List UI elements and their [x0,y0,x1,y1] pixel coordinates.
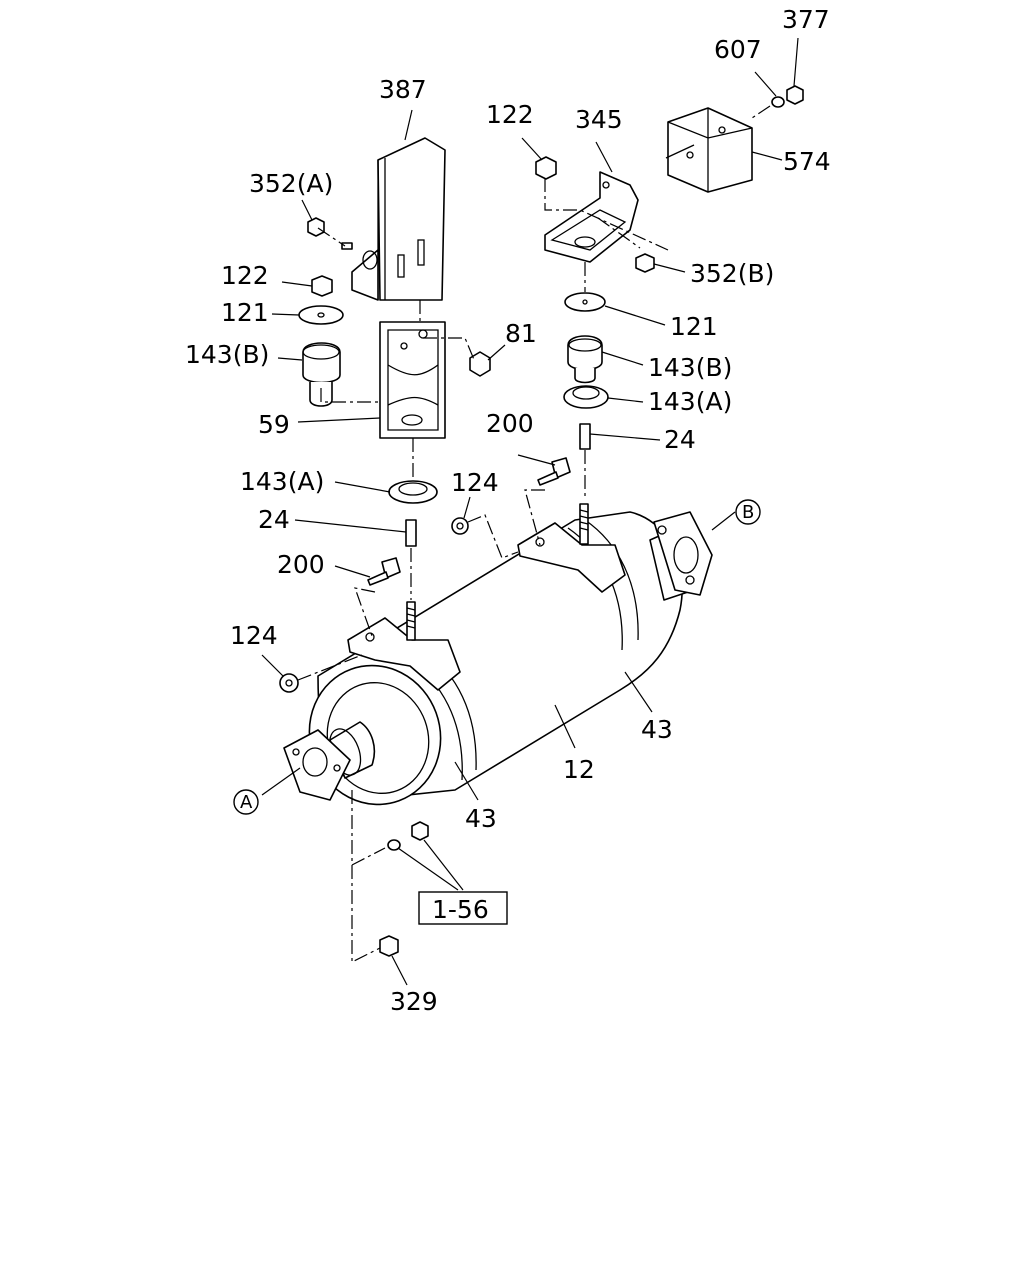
callout-124-left: 124 [230,621,278,650]
bracket-59 [379,321,446,439]
callout-574: 574 [783,147,831,176]
bolt-200-left [367,557,401,586]
callout-387: 387 [379,75,427,104]
callout-377: 377 [782,5,830,34]
callout-81: 81 [505,319,537,348]
nut-81 [469,351,491,377]
washer-607 [771,96,785,108]
leader-lines [261,37,799,986]
nut-352a [307,217,353,250]
bracket-574 [665,107,753,193]
front-flange [283,721,376,801]
rear-flange [649,511,713,601]
callout-124-right: 124 [451,468,499,497]
washer-1-56 [387,839,401,851]
callout-122-top: 122 [486,100,534,129]
stud-rear [579,503,589,545]
washer-121-left [298,305,344,325]
nut-377 [786,85,804,105]
callout-labels: 377 607 387 122 345 574 352(A) 352(B) 12… [185,5,831,1016]
nut-122-right [535,156,557,180]
marker-a-label: A [240,792,253,813]
callout-122-left: 122 [221,261,269,290]
bracket-345 [544,171,639,263]
callout-121-right: 121 [670,312,718,341]
washer-121-right [564,292,606,312]
callout-143b-right: 143(B) [648,353,732,382]
bolt-200-right [537,457,571,486]
nut-1-56 [411,821,429,841]
collar-24-right [579,423,591,450]
band-clamp-front [347,617,461,691]
nut-329 [379,935,399,957]
callout-345: 345 [575,105,623,134]
callout-1-56: 1-56 [432,895,489,924]
nut-352b [635,253,655,273]
rubber-143a-right [563,385,609,409]
callout-352b: 352(B) [690,259,774,288]
connection-marker-a: A [233,789,259,815]
callout-143b-left: 143(B) [185,340,269,369]
callout-200-right: 200 [486,409,534,438]
callout-200-left: 200 [277,550,325,579]
bracket-387 [351,137,446,301]
callout-24-left: 24 [258,505,290,534]
callout-43-front: 43 [465,804,497,833]
stud-front [406,601,416,641]
nut-124-left [279,673,299,693]
connection-marker-b: B [735,499,761,525]
callout-607: 607 [714,35,762,64]
collar-24-left [405,519,417,547]
callout-121-left: 121 [221,298,269,327]
assembly-lines [297,105,771,963]
nut-122-left [311,275,333,297]
callout-143a-left: 143(A) [240,467,324,496]
nut-124-right [451,517,469,535]
marker-b-label: B [742,502,754,523]
callout-43-rear: 43 [641,715,673,744]
rubber-143b-right [567,335,603,384]
callout-329: 329 [390,987,438,1016]
rubber-143a-left [388,480,438,504]
callout-12: 12 [563,755,595,784]
callout-59: 59 [258,410,290,439]
reference-box-1-56 [418,891,508,925]
callout-24-right: 24 [664,425,696,454]
band-clamp-rear [517,522,626,593]
callout-143a-right: 143(A) [648,387,732,416]
callout-352a: 352(A) [249,169,333,198]
